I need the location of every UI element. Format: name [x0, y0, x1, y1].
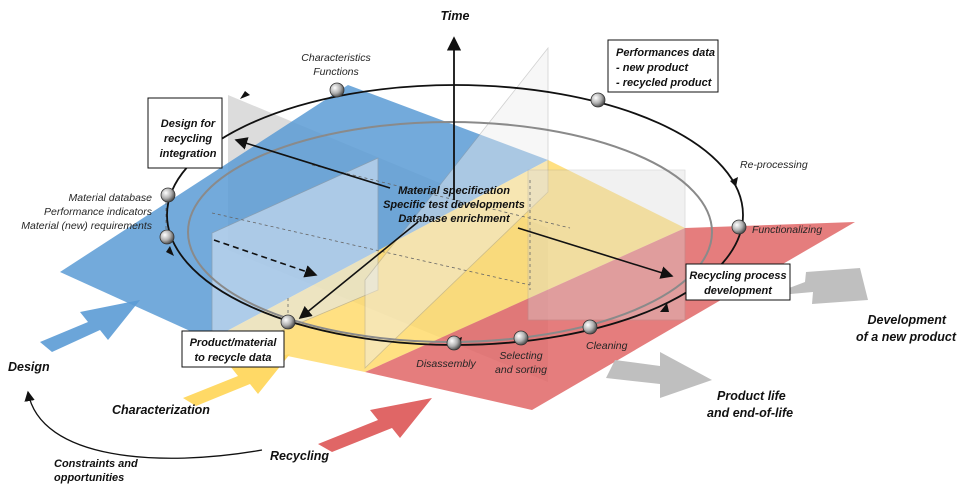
disassembly-label: Disassembly: [416, 358, 476, 370]
time-label: Time: [441, 9, 470, 23]
right-gray-panel: [527, 169, 686, 321]
selecting-label: Selecting: [499, 350, 542, 362]
performances-data-item-1: - new product: [616, 62, 689, 74]
recycling-arrow: [318, 398, 432, 452]
left-glass-panel: [211, 157, 379, 361]
constraints-label-line-1: Constraints and: [54, 458, 138, 470]
material-database-label: Material database: [69, 192, 153, 204]
performances-data-box: [607, 39, 719, 93]
sorting-label: and sorting: [495, 364, 547, 376]
functionalizing-label: Functionalizing: [752, 224, 822, 236]
product-material-line-1: Product/material: [190, 337, 278, 349]
cleaning-label: Cleaning: [586, 340, 628, 352]
performances-data-title: Performances data: [616, 47, 715, 59]
node-characteristics: [329, 82, 345, 98]
design-for-recycling-box: [147, 97, 223, 169]
recycling-process-line-1: Recycling process: [689, 270, 786, 282]
design-for-recycling-line-3: integration: [160, 148, 217, 160]
center-text-line-3: Database enrichment: [398, 213, 511, 225]
product-material-line-2: to recycle data: [194, 352, 271, 364]
node-product-data: [280, 314, 296, 330]
center-text-line-1: Material specification: [398, 185, 510, 197]
constraints-curve: [24, 390, 263, 459]
design-arrow: [40, 300, 140, 352]
node-cleaning: [582, 319, 598, 335]
recycling-label: Recycling: [270, 449, 329, 463]
development-label-line-1: Development: [868, 313, 947, 327]
node-material-database: [160, 187, 176, 203]
development-arrow: [768, 268, 868, 304]
node-performances: [590, 92, 606, 108]
recycling-process-box: [685, 263, 791, 301]
product-life-arrow: [606, 352, 712, 398]
design-label: Design: [8, 360, 50, 374]
constraints-label-line-2: opportunities: [54, 472, 124, 484]
characteristics-label: Characteristics: [301, 52, 371, 64]
recycling-process-line-2: development: [704, 285, 773, 297]
product-material-box: [181, 330, 285, 368]
center-text-line-2: Specific test developments: [383, 199, 525, 211]
performance-indicators-label: Performance indicators: [44, 206, 153, 218]
development-label-line-2: of a new product: [856, 330, 957, 344]
material-requirements-label: Material (new) requirements: [21, 220, 152, 232]
design-for-recycling-line-2: recycling: [164, 133, 213, 145]
re-processing-label: Re-processing: [740, 159, 808, 171]
product-life-label-line-1: Product life: [717, 389, 786, 403]
node-functionalizing: [731, 219, 747, 235]
node-disassembly: [446, 335, 462, 351]
design-for-recycling-line-1: Design for: [161, 118, 216, 130]
product-life-label-line-2: and end-of-life: [707, 406, 793, 420]
performances-data-item-2: - recycled product: [616, 77, 713, 89]
functions-label: Functions: [313, 66, 359, 78]
node-selecting: [513, 330, 529, 346]
node-material-requirements: [159, 229, 175, 245]
characterization-label: Characterization: [112, 403, 210, 417]
